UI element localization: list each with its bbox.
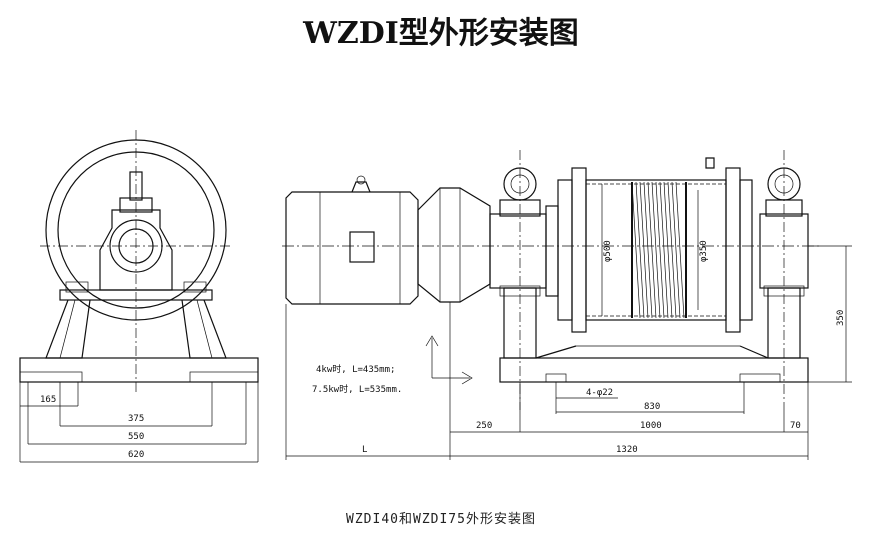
dim-350: 350 <box>836 310 846 326</box>
motor-body <box>285 191 419 305</box>
drawing-caption: WZDI40和WZDI75外形安装图 <box>346 512 536 527</box>
drum-mark <box>705 157 715 169</box>
motor-lifting-eye <box>351 181 371 193</box>
direction-arrow <box>461 371 473 385</box>
rope-winding <box>631 181 687 319</box>
dim-250: 250 <box>476 421 492 431</box>
dim-1000: 1000 <box>640 421 662 431</box>
left-leg <box>45 299 91 359</box>
end-base <box>19 357 259 383</box>
right-leg <box>181 299 227 359</box>
dim-drum-outer: φ500 <box>603 240 613 262</box>
note-line-2: 7.5kw时, L=535mm. <box>312 383 402 395</box>
side-view: 165 375 550 620 <box>19 130 259 463</box>
front-view: φ500 φ350 350 4-φ22 830 250 1000 70 L 13… <box>282 150 852 460</box>
reducer-housing <box>417 187 491 303</box>
terminal-box <box>349 231 375 263</box>
bearing-housing <box>99 209 173 291</box>
dim-holes: 4-φ22 <box>586 388 613 398</box>
front-base <box>499 357 809 383</box>
drum-flange-right <box>739 179 753 321</box>
dim-165: 165 <box>40 395 56 405</box>
left-bearing-block <box>489 213 547 289</box>
dim-620: 620 <box>128 450 144 460</box>
drum-flange-left <box>557 179 573 321</box>
dim-1320: 1320 <box>616 445 638 455</box>
note-line-1: 4kw时, L=435mm; <box>316 363 395 375</box>
page-title: WZDI型外形安装图 <box>303 16 579 51</box>
dim-550: 550 <box>128 432 144 442</box>
dim-drum-inner: φ350 <box>699 240 709 262</box>
dim-70: 70 <box>790 421 801 431</box>
dim-L: L <box>362 445 367 455</box>
dim-375: 375 <box>128 414 144 424</box>
dim-830: 830 <box>644 402 660 412</box>
